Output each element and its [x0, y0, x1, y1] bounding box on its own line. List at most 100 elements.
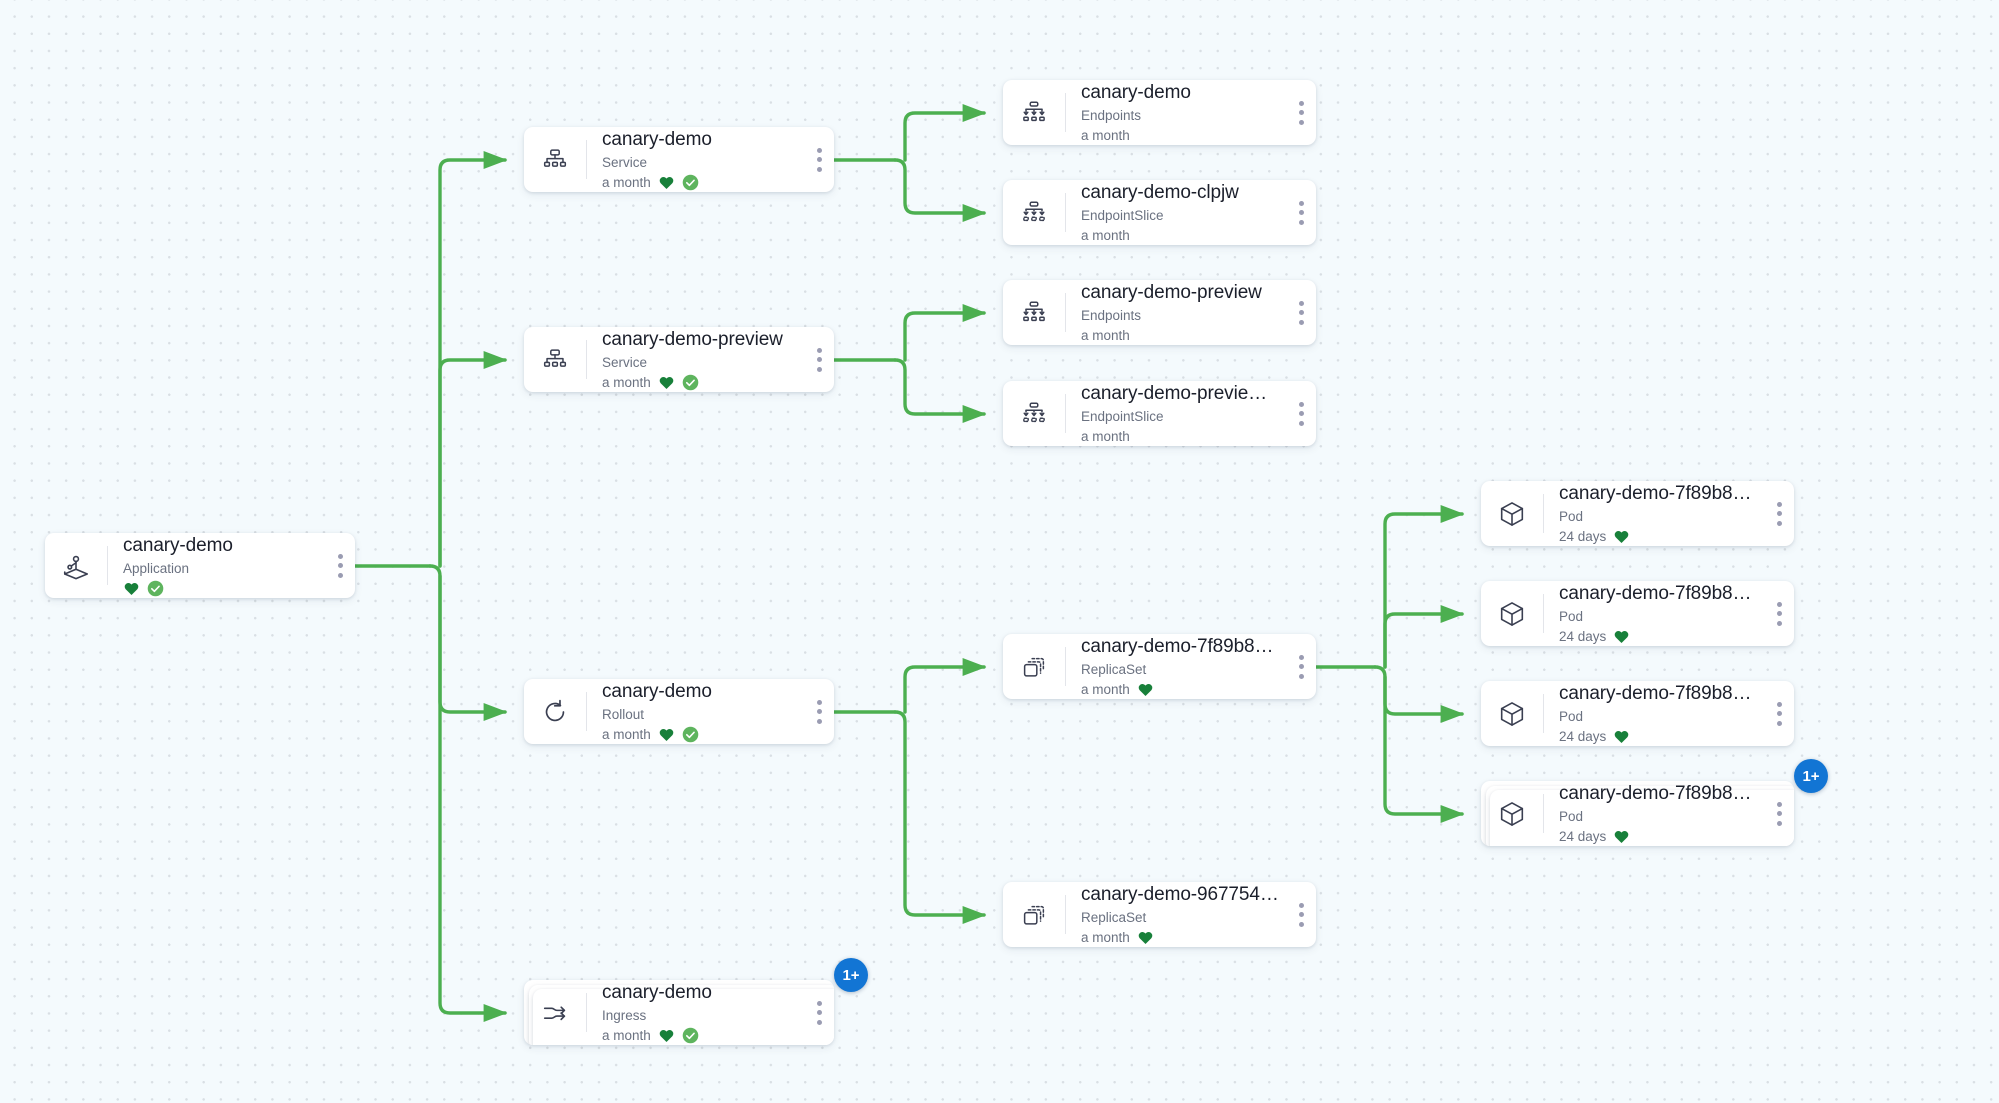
node-kind: EndpointSlice	[1081, 408, 1164, 424]
kebab-menu-icon[interactable]	[804, 327, 834, 392]
node-kind: Endpoints	[1081, 307, 1142, 323]
kebab-menu-icon[interactable]	[1764, 781, 1794, 846]
kebab-menu-icon[interactable]	[1286, 381, 1316, 446]
healthy-heart-icon	[658, 174, 675, 191]
healthy-heart-icon	[658, 374, 675, 391]
node-age: a month	[602, 1027, 651, 1043]
node-divider	[586, 692, 587, 731]
replicaset-icon	[1003, 882, 1065, 947]
endpointslice-icon	[1003, 381, 1065, 446]
node-age: 24 days	[1559, 528, 1607, 544]
kebab-menu-icon[interactable]	[325, 533, 355, 598]
node-divider	[586, 340, 587, 379]
node-age: a month	[602, 726, 651, 742]
node-divider	[586, 140, 587, 179]
node-age: a month	[602, 174, 651, 190]
pod-icon	[1481, 781, 1543, 846]
node-title: canary-demo	[602, 981, 712, 1003]
healthy-heart-icon	[1137, 929, 1154, 946]
node-kind: Pod	[1559, 608, 1584, 624]
node-age: a month	[1081, 681, 1130, 697]
kebab-menu-icon[interactable]	[1286, 280, 1316, 345]
synced-check-icon	[147, 580, 164, 597]
service-icon	[524, 327, 586, 392]
replicaset-icon	[1003, 634, 1065, 699]
node-kind: ReplicaSet	[1081, 909, 1147, 925]
pod-icon	[1481, 581, 1543, 646]
node-status-row: a month	[602, 1026, 798, 1046]
node-status-row	[123, 579, 319, 599]
node-kind: Endpoints	[1081, 107, 1142, 123]
node-title: canary-demo-7f89b8b97...	[1559, 582, 1758, 604]
node-age: a month	[1081, 227, 1130, 243]
node-divider	[1543, 794, 1544, 833]
endpoints-icon	[1003, 80, 1065, 145]
node-age: a month	[1081, 327, 1130, 343]
node-count-badge[interactable]: 1+	[1794, 759, 1828, 793]
node-status-row: a month	[602, 173, 798, 193]
node-title: canary-demo-7f89b8b97...	[1559, 482, 1758, 504]
node-age: 24 days	[1559, 728, 1607, 744]
kebab-menu-icon[interactable]	[804, 980, 834, 1045]
node-divider	[1065, 394, 1066, 433]
kebab-menu-icon[interactable]	[1286, 882, 1316, 947]
kebab-menu-icon[interactable]	[804, 127, 834, 192]
node-kind: Application	[123, 560, 190, 576]
healthy-heart-icon	[1613, 628, 1630, 645]
endpointslice-icon	[1003, 180, 1065, 245]
node-divider	[1543, 494, 1544, 533]
node-divider	[1543, 594, 1544, 633]
kebab-menu-icon[interactable]	[1286, 80, 1316, 145]
kebab-menu-icon[interactable]	[1764, 581, 1794, 646]
healthy-heart-icon	[658, 726, 675, 743]
node-age: a month	[1081, 929, 1130, 945]
kebab-menu-icon[interactable]	[804, 679, 834, 744]
node-divider	[107, 546, 108, 585]
synced-check-icon	[682, 374, 699, 391]
healthy-heart-icon	[1613, 828, 1630, 845]
node-kind: Ingress	[602, 1007, 647, 1023]
node-kind: Service	[602, 354, 648, 370]
node-title: canary-demo	[1081, 81, 1191, 103]
node-title: canary-demo-967754b4c	[1081, 883, 1280, 905]
node-age: a month	[1081, 428, 1130, 444]
kebab-menu-icon[interactable]	[1764, 481, 1794, 546]
node-divider	[1543, 694, 1544, 733]
node-title: canary-demo-7f89b8b978	[1081, 635, 1280, 657]
node-status-row: 24 days	[1559, 527, 1758, 547]
kebab-menu-icon[interactable]	[1286, 634, 1316, 699]
rollout-icon	[524, 679, 586, 744]
node-kind: Rollout	[602, 706, 645, 722]
node-status-row: a month	[1081, 126, 1280, 146]
node-count-badge[interactable]: 1+	[834, 958, 868, 992]
node-kind: Pod	[1559, 808, 1584, 824]
pod-icon	[1481, 481, 1543, 546]
kebab-menu-icon[interactable]	[1286, 180, 1316, 245]
kebab-menu-icon[interactable]	[1764, 681, 1794, 746]
node-title: canary-demo-preview	[602, 328, 783, 350]
synced-check-icon	[682, 726, 699, 743]
node-divider	[1065, 293, 1066, 332]
